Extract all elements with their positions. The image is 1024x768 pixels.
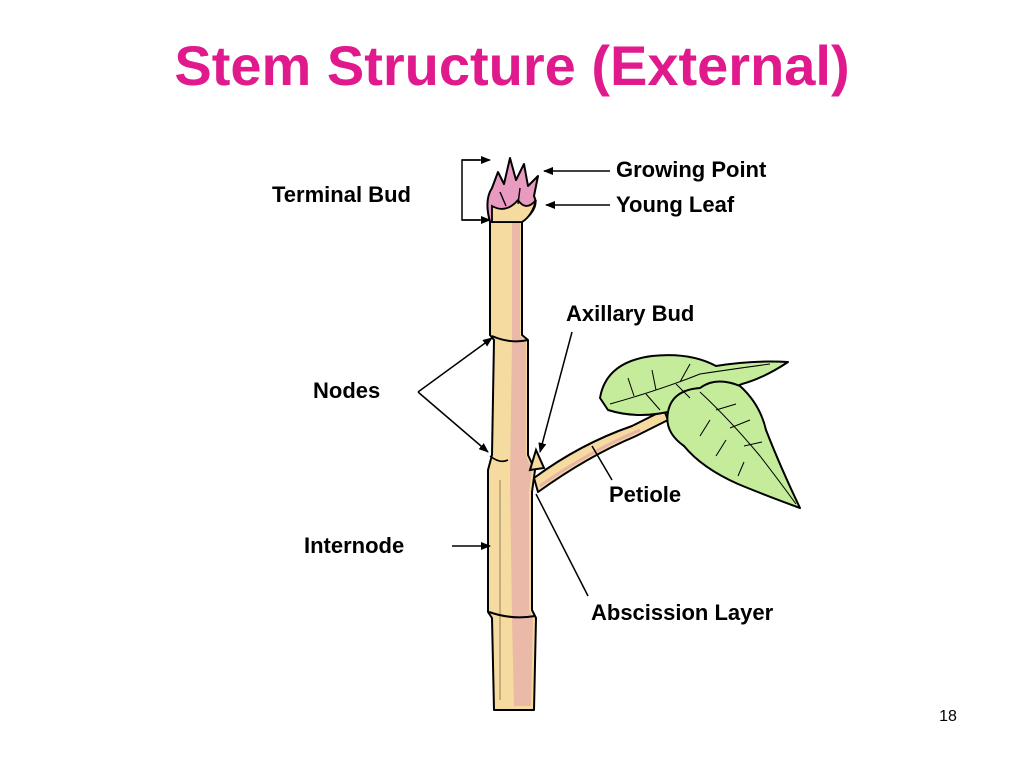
- label-nodes: Nodes: [313, 378, 380, 403]
- label-abscission-layer: Abscission Layer: [591, 600, 774, 625]
- label-petiole: Petiole: [609, 482, 681, 507]
- label-terminal-bud: Terminal Bud: [272, 182, 411, 207]
- slide-title: Stem Structure (External): [174, 34, 850, 97]
- label-internode: Internode: [304, 533, 404, 558]
- label-growing-point: Growing Point: [616, 157, 767, 182]
- arrow-axillary-bud: [538, 331, 573, 453]
- arrow-node-upper: [417, 337, 493, 393]
- petiole: [533, 409, 669, 493]
- axillary-bud: [528, 447, 546, 472]
- stem: [487, 217, 537, 711]
- label-young-leaf: Young Leaf: [616, 192, 735, 217]
- arrow-node-lower: [417, 391, 489, 453]
- line-petiole: [591, 445, 613, 481]
- line-abscission-layer: [535, 493, 589, 597]
- terminal-bud: [486, 157, 539, 223]
- leaf-front: [666, 380, 801, 509]
- bracket-terminal-bud: [461, 159, 480, 221]
- label-axillary-bud: Axillary Bud: [566, 301, 694, 326]
- leaf-veins: [609, 363, 797, 505]
- page-number: 18: [939, 708, 957, 725]
- leader-lines: [417, 156, 613, 597]
